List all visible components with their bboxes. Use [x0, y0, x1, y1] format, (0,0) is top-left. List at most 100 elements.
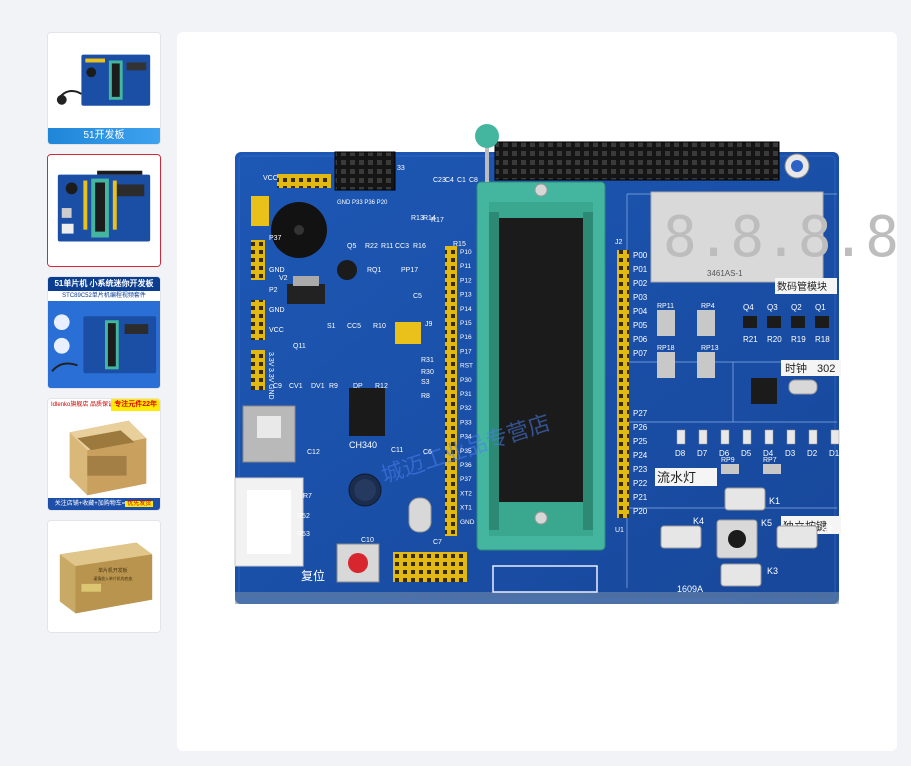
jumper-yellow [251, 196, 269, 226]
port-p2-label-7: P20 [633, 507, 648, 516]
crystal-oscillator [408, 497, 432, 533]
key-label-1: K2 [821, 524, 832, 534]
key-label-0: K1 [769, 496, 780, 506]
port-p1-label-0: P10 [460, 249, 472, 256]
misc-label-31: C5 [413, 293, 422, 300]
misc-label-36: R8 [421, 393, 430, 400]
port-p1-label-17: XT2 [460, 490, 472, 497]
thumbnail-5-box-text-2: 谨慎放入单片机的底座 [93, 576, 132, 581]
thumbnail-2[interactable] [47, 154, 161, 267]
clock-chip-label: 302 [817, 363, 835, 375]
key-label-4: K5 [761, 518, 772, 528]
port-p1-label-11: P32 [460, 405, 472, 412]
led-label-0: D8 [675, 449, 686, 458]
led-label-5: D3 [785, 449, 796, 458]
misc-label-4: VCC [269, 327, 284, 334]
port-p2-label-3: P24 [633, 451, 648, 460]
port-p2-label-1: P26 [633, 423, 648, 432]
led-label-6: D2 [807, 449, 818, 458]
misc-label-0: P37 [269, 235, 282, 242]
misc-label-49: C23 [433, 177, 446, 184]
port-p0-label-7: P07 [633, 349, 648, 358]
misc-label-45: J2 [615, 239, 623, 246]
thumbnail-4[interactable]: Idlenko旗舰店 品质保证 专注元件22年 关注店铺+收藏+加购物车=优先发… [47, 398, 161, 511]
dev-board-illustration: GND P33 P36 P20 VCC [234, 124, 897, 604]
ch340-label: CH340 [349, 440, 377, 450]
port-p1-label-12: P33 [460, 419, 472, 426]
key-k4[interactable] [660, 525, 702, 549]
misc-label-53: 33 [397, 165, 405, 172]
port-p1-label-13: P34 [460, 434, 472, 441]
misc-label-44: RP7 [763, 457, 777, 464]
display-module-label: 数码管模块 [777, 280, 827, 293]
port-p1-label-8: RST [460, 363, 473, 370]
led-label-4: D4 [763, 449, 774, 458]
thumbnail-1-image [48, 33, 160, 144]
misc-label-14: DP [353, 383, 363, 390]
misc-label-26: R11 [381, 243, 393, 250]
misc-label-20: C10 [361, 537, 374, 544]
thumbnail-4-image [48, 399, 160, 510]
misc-label-46: U1 [615, 527, 624, 534]
port-p0-label-6: P06 [633, 335, 648, 344]
port-p1-label-15: P36 [460, 462, 472, 469]
display-model: 3461AS-1 [707, 269, 743, 278]
port-p0-label-0: P00 [633, 251, 648, 260]
led-label-3: D5 [741, 449, 752, 458]
misc-label-8: CC5 [347, 323, 361, 330]
misc-label-3: GND [269, 307, 285, 314]
port-p0-label-2: P02 [633, 279, 648, 288]
thumbnail-3[interactable]: 51单片机 小系统迷你开发板 STC89C52单片机编程视频套件 [47, 276, 161, 389]
misc-label-48: R14 [423, 215, 436, 222]
port-p1-labels: P10P11P12P13P14P15P16P17RSTP30P31P32P33P… [460, 249, 475, 526]
port-p1-label-7: P17 [460, 348, 472, 355]
misc-label-11: CV1 [289, 383, 303, 390]
thumbnail-3-subtitle: STC89C52单片机编程视频套件 [48, 291, 160, 301]
misc-label-33: R31 [421, 357, 434, 364]
main-product-image[interactable]: GND P33 P36 P20 VCC [177, 32, 897, 751]
port-p2-label-4: P23 [633, 465, 648, 474]
key-k2[interactable] [776, 525, 818, 549]
thumbnail-5[interactable]: 单片机开发板 谨慎放入单片机的底座 [47, 520, 161, 633]
misc-label-5: V2 [279, 275, 288, 282]
misc-label-29: RQ1 [367, 267, 382, 274]
port-p1-label-10: P31 [460, 391, 472, 398]
port-p1-label-3: P13 [460, 292, 472, 299]
thumbnail-1[interactable]: 51开发板 [47, 32, 161, 145]
misc-label-41: RP18 [657, 345, 675, 352]
port-p1-label-2: P12 [460, 277, 472, 284]
thumbnail-4-footer-highlight: 优先发货 [125, 501, 154, 507]
misc-label-23: R17 [431, 217, 444, 224]
key-label-3: K4 [693, 516, 704, 526]
port-p2-label-5: P22 [633, 479, 648, 488]
thumbnail-5-image: 单片机开发板 谨慎放入单片机的底座 [48, 521, 160, 632]
transistor-label-1: Q3 [767, 303, 778, 312]
misc-label-7: S1 [327, 323, 336, 330]
key-k1[interactable] [724, 487, 766, 511]
thumbnail-3-title: 51单片机 小系统迷你开发板 [48, 277, 160, 291]
misc-label-42: RP13 [701, 345, 719, 352]
port-p1-label-18: XT1 [460, 505, 472, 512]
port-p0-label-1: P01 [633, 265, 648, 274]
misc-label-30: PP17 [401, 267, 418, 274]
resistor-label-2: R19 [791, 335, 806, 344]
jumper-block [395, 322, 421, 344]
port-p1-label-1: P11 [460, 263, 471, 270]
misc-label-9: R10 [373, 323, 386, 330]
port-p1-label-5: P15 [460, 320, 472, 327]
misc-label-12: DV1 [311, 383, 325, 390]
thumbnail-5-box-text-1: 单片机开发板 [98, 567, 128, 574]
led-label-7: D1 [829, 449, 840, 458]
rtc-chip [751, 378, 777, 404]
port-p0-label-5: P05 [633, 321, 648, 330]
power-label-1: 3.3V [267, 368, 274, 383]
power-label-0: 3.3V [267, 352, 274, 367]
misc-label-21: C7 [433, 539, 442, 546]
key-k3[interactable] [720, 563, 762, 587]
small-pin-header [334, 151, 396, 191]
